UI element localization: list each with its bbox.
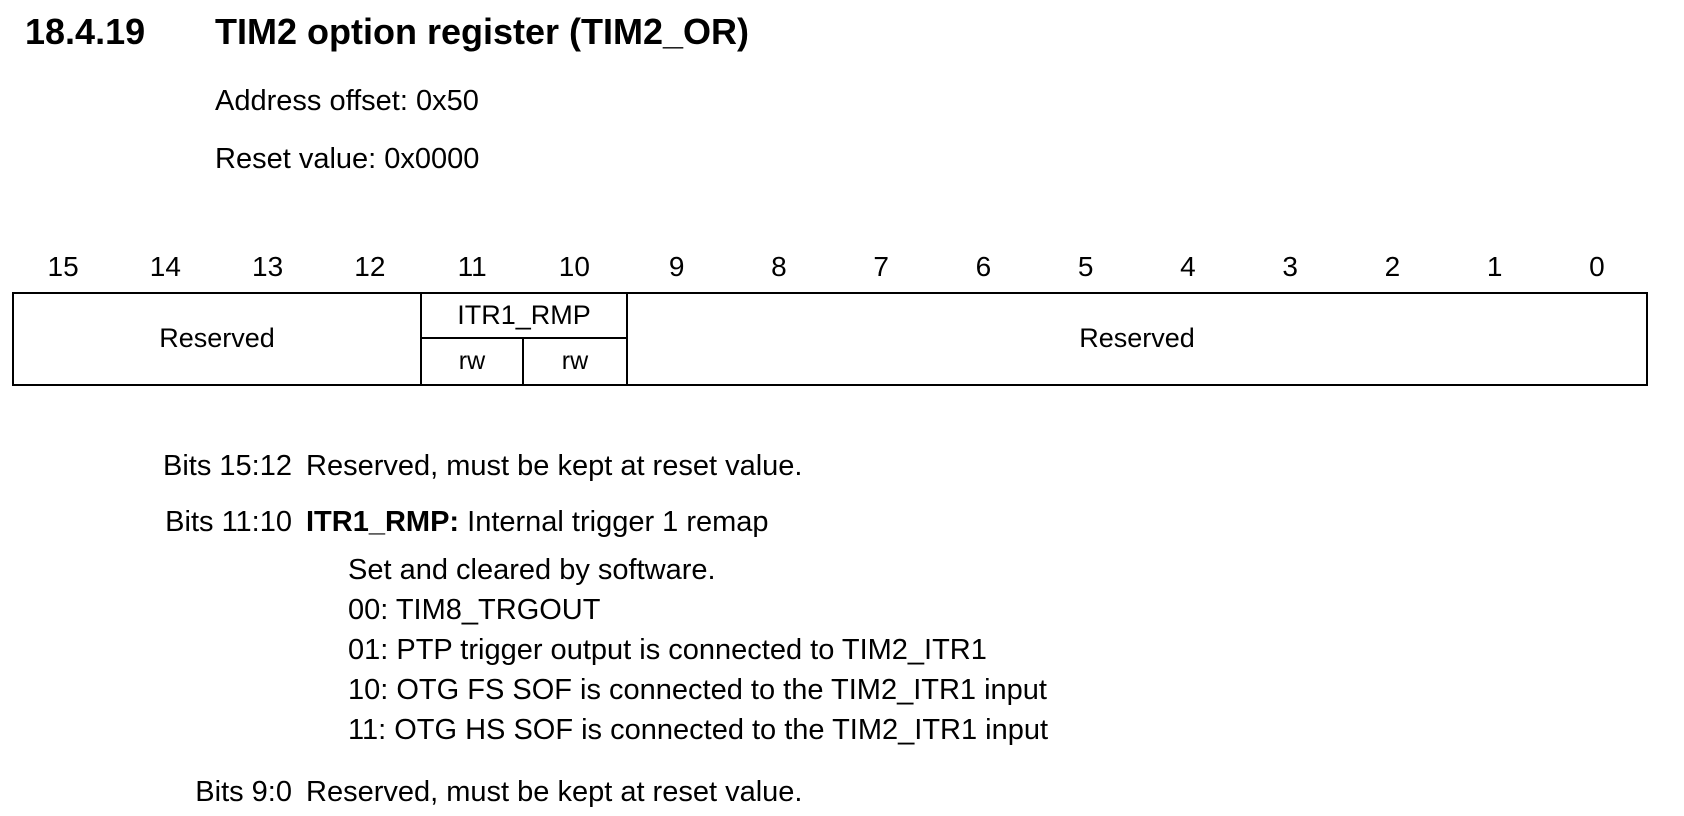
- bits-label: Bits 15:12: [163, 449, 292, 482]
- bit-number-8: 8: [771, 250, 787, 282]
- bit-description-row-11-10: Bits 11:10 ITR1_RMP: Internal trigger 1 …: [0, 502, 1684, 750]
- bit-number-15: 15: [47, 250, 79, 282]
- address-offset: Address offset: 0x50: [215, 85, 479, 118]
- bits-text: Reserved, must be kept at reset value.: [306, 775, 803, 808]
- bit-description-row-9-0: Bits 9:0 Reserved, must be kept at reset…: [0, 772, 1684, 812]
- detail-line: 00: TIM8_TRGOUT: [348, 593, 601, 626]
- detail-line: 10: OTG FS SOF is connected to the TIM2_…: [348, 673, 1047, 706]
- page-title: TIM2 option register (TIM2_OR): [215, 11, 750, 52]
- bit-number-4: 4: [1180, 250, 1196, 282]
- bit-number-0: 0: [1589, 250, 1605, 282]
- bit-number-7: 7: [873, 250, 889, 282]
- section-number: 18.4.19: [25, 11, 146, 52]
- bit-descriptions: Bits 15:12 Reserved, must be kept at res…: [0, 446, 1684, 812]
- register-table: Reserved ITR1_RMP rw rw Reserved: [12, 291, 1648, 386]
- access-cell-rw-bit10: rw: [561, 346, 589, 375]
- bit-number-11: 11: [457, 250, 487, 282]
- section-heading: 18.4.19 TIM2 option register (TIM2_OR): [0, 0, 1684, 53]
- detail-line: 11: OTG HS SOF is connected to the TIM2_…: [348, 713, 1049, 746]
- bit-number-6: 6: [975, 250, 992, 282]
- bit-number-1: 1: [1486, 250, 1503, 282]
- bit-number-2: 2: [1384, 250, 1401, 282]
- bit-number-13: 13: [252, 250, 284, 282]
- bit-description-row-15-12: Bits 15:12 Reserved, must be kept at res…: [0, 446, 1684, 486]
- reset-value: Reset value: 0x0000: [215, 143, 480, 176]
- register-bit-diagram: 15 14 13 12 11 10 9 8 7 6 5 4 3 2 1 0 Re…: [12, 250, 1648, 386]
- bit-number-14: 14: [149, 250, 181, 282]
- field-cell-itr1-rmp: ITR1_RMP: [422, 294, 626, 339]
- bit-number-12: 12: [354, 250, 386, 282]
- bit-number-9: 9: [668, 250, 685, 282]
- field-cell-reserved-low: Reserved: [626, 293, 1646, 384]
- field-detail-lines: Set and cleared by software. 00: TIM8_TR…: [306, 550, 1684, 750]
- field-summary: Internal trigger 1 remap: [459, 505, 769, 538]
- detail-line: Set and cleared by software.: [348, 553, 716, 586]
- bit-number-row: 15 14 13 12 11 10 9 8 7 6 5 4 3 2 1 0: [12, 250, 1648, 283]
- bit-number-5: 5: [1077, 250, 1094, 282]
- bits-text: ITR1_RMP: Internal trigger 1 remap Set a…: [306, 502, 1684, 750]
- access-cell-rw-bit11: rw: [422, 338, 524, 384]
- bits-text: Reserved, must be kept at reset value.: [306, 449, 803, 482]
- bit-number-3: 3: [1282, 250, 1298, 282]
- field-description-line: ITR1_RMP: Internal trigger 1 remap: [306, 502, 1684, 542]
- field-name: ITR1_RMP:: [306, 505, 460, 538]
- bits-label: Bits 9:0: [195, 775, 292, 808]
- bits-label: Bits 11:10: [165, 505, 292, 538]
- bit-number-10: 10: [558, 250, 590, 282]
- field-cell-reserved-high: Reserved: [14, 293, 422, 384]
- detail-line: 01: PTP trigger output is connected to T…: [348, 633, 987, 666]
